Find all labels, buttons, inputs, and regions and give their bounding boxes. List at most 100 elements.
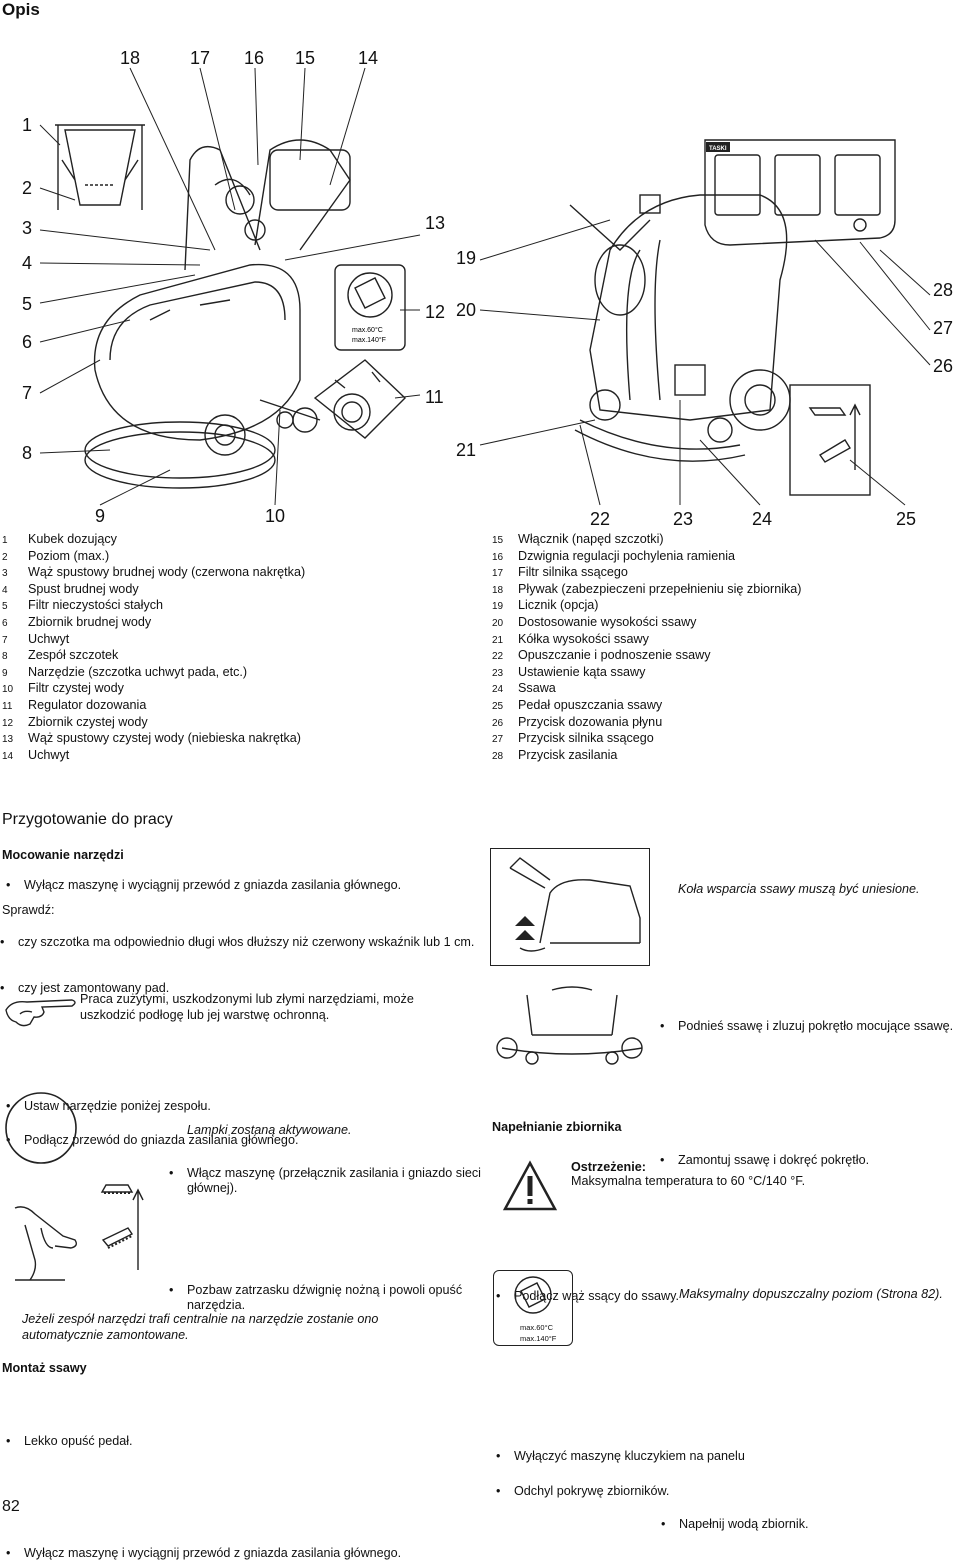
callout-16: 16 [244,48,265,68]
caution-text: Maksymalna temperatura to 60 °C/140 °F. [571,1174,806,1188]
subsection-squeegee-mount: Montaż ssawy [2,1361,87,1375]
callout-20: 20 [456,300,477,320]
callout-5: 5 [22,294,33,314]
callout-6: 6 [22,332,33,352]
step-lower-tool: Pozbaw zatrzasku dźwignię nożną i powoli… [165,1283,497,1314]
svg-text:max.140°F: max.140°F [352,336,386,344]
temp-label-c: max.60°C [520,1323,554,1332]
warning-note: Praca zużytymi, uszkodzonymi lub złymi n… [80,992,414,1022]
section-title-prep: Przygotowanie do pracy [2,811,173,828]
tool-lower-icon [100,1184,144,1270]
page-title: Opis [2,0,40,19]
temperature-label-icon: max.60°C max.140°F [493,1270,573,1346]
callout-7: 7 [22,383,33,403]
svg-text:max.60°C: max.60°C [352,326,383,334]
step-mount-squeegee: Zamontuj ssawę i dokręć pokrętło. [656,1153,960,1169]
callout-17: 17 [190,48,211,68]
step-pedal: Lekko opuść pedał. [2,1434,494,1450]
callout-19: 19 [456,248,477,268]
pointing-hand-icon [5,999,76,1027]
subsection-mount-tools: Mocowanie narzędzi [2,848,124,862]
step-fill-water: Napełnij wodą zbiornik. [657,1517,960,1533]
page-number: 82 [2,1498,20,1515]
callout-1: 1 [22,115,33,135]
callout-26: 26 [933,356,954,376]
callout-3: 3 [22,218,33,238]
temp-label-f: max.140°F [520,1334,557,1343]
check-item-1: czy szczotka ma odpowiednio długi włos d… [0,935,494,951]
caution-label: Ostrzeżenie: [571,1160,646,1174]
callout-11: 11 [425,387,444,407]
svg-text:TASKI: TASKI [709,146,727,152]
callout-2: 2 [22,178,33,198]
callout-14: 14 [358,48,379,68]
machine-overview-figure: max.60°C max.140°F TASKI [39,67,931,506]
check-label: Sprawdź: [2,903,55,917]
caution-icon [502,1160,558,1211]
squeegee-assembly-figure [496,986,643,1065]
check-item-2: czy jest zamontowany pad. [0,981,488,997]
callout-23: 23 [673,509,694,529]
callout-8: 8 [22,443,33,463]
step-lift-squeegee: Podnieś ssawę i zluzuj pokrętło mocujące… [656,1019,960,1035]
power-switch-icon [5,1092,77,1164]
callout-25: 25 [896,509,917,529]
fill-water-icon [514,1276,552,1314]
step-fill-note: Maksymalny dopuszczalny poziom (Strona 8… [679,1287,943,1301]
step-connect-hose: Podłącz wąż ssący do ssawy. [492,1289,814,1305]
step-open-cover: Odchyl pokrywę zbiorników. [492,1484,960,1500]
callout-21: 21 [456,440,477,460]
callout-18: 18 [120,48,141,68]
foot-pedal-icon [14,1206,78,1281]
step-unplug: Wyłącz maszynę i wyciągnij przewód z gni… [2,878,494,894]
step-switch-on: Włącz maszynę (przełącznik zasilania i g… [165,1166,497,1197]
step-switch-note: Lampki zostaną aktywowane. [187,1123,352,1137]
callout-10: 10 [265,506,286,526]
step-switch-off-key: Wyłączyć maszynę kluczykiem na panelu [492,1449,960,1465]
squeegee-lift-figure [490,848,650,966]
subsection-fill-tank: Napełnianie zbiornika [492,1120,622,1134]
callout-15: 15 [295,48,316,68]
callout-13: 13 [425,213,446,233]
callout-22: 22 [590,509,611,529]
callout-24: 24 [752,509,773,529]
step-pedal-note: Jeżeli zespół narzędzi trafi centralnie … [22,1312,379,1342]
step-lift-note: Koła wsparcia ssawy muszą być uniesione. [678,882,920,896]
callout-4: 4 [22,253,33,273]
callout-9: 9 [95,506,106,526]
callout-28: 28 [933,280,954,300]
callout-12: 12 [425,302,446,322]
callout-27: 27 [933,318,954,338]
squeegee-step-unplug: Wyłącz maszynę i wyciągnij przewód z gni… [2,1546,494,1562]
